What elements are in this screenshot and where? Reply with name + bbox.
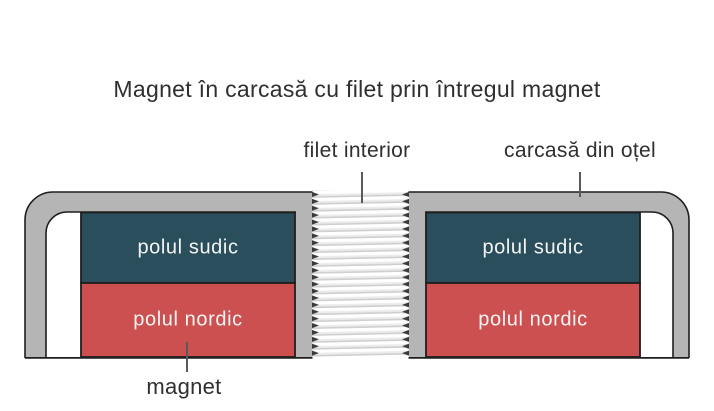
casing-outline-right bbox=[408, 191, 690, 358]
cavity-outline-left bbox=[45, 211, 296, 358]
right-north-pole-label: polul nordic bbox=[478, 308, 588, 331]
left-magnet-south-pole bbox=[80, 211, 296, 284]
thread-teeth-left bbox=[312, 191, 320, 357]
thread-stripes bbox=[312, 190, 409, 358]
left-south-pole-label: polul sudic bbox=[137, 236, 239, 259]
bore-right-wall bbox=[409, 210, 426, 358]
cavity-outline-right bbox=[425, 211, 674, 358]
casing-callout-label: carcasă din oțel bbox=[504, 139, 656, 162]
right-magnet-north-pole bbox=[425, 282, 641, 358]
page-title: Magnet în carcasă cu filet prin întregul… bbox=[113, 76, 601, 102]
magnet-callout-label: magnet bbox=[146, 374, 222, 399]
thread-callout-label: filet interior bbox=[303, 139, 411, 162]
thread-teeth-right bbox=[401, 191, 409, 357]
right-magnet-south-pole bbox=[425, 211, 641, 284]
bore-left-wall bbox=[295, 210, 312, 358]
right-south-pole-label: polul sudic bbox=[482, 236, 584, 259]
casing-outline-left bbox=[24, 191, 313, 358]
left-north-pole-label: polul nordic bbox=[133, 308, 243, 331]
